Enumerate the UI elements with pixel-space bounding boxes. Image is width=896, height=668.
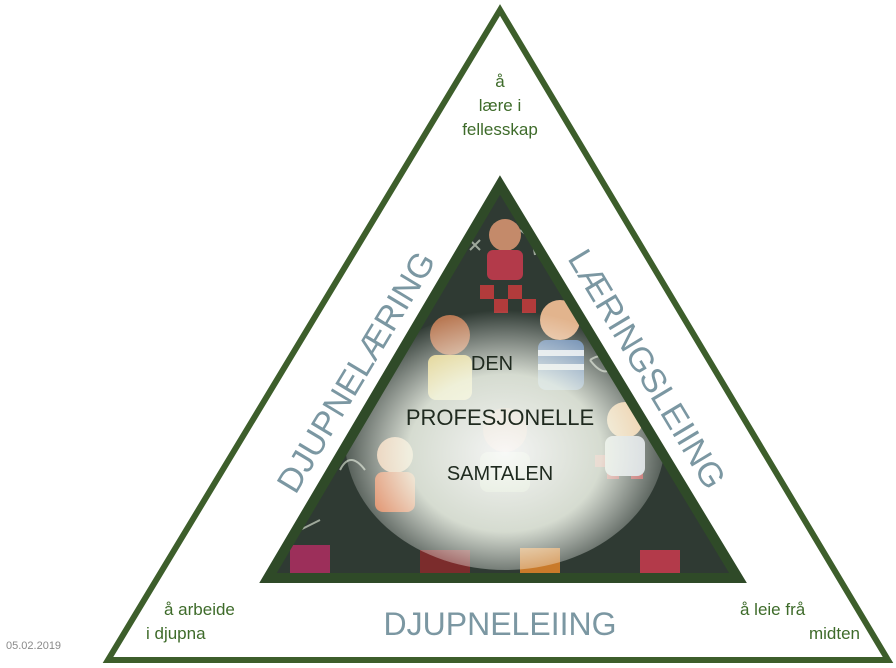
- corner-label-top: å lære i fellesskap: [460, 70, 540, 142]
- corner-bl-line-1: å arbeide: [164, 600, 235, 619]
- corner-top-line-1: å: [495, 72, 505, 91]
- corner-br-line-2: midten: [808, 624, 860, 643]
- center-line-3: SAMTALEN: [447, 463, 553, 485]
- inner-triangle-border: [259, 175, 747, 583]
- center-line-2: PROFESJONELLE: [406, 405, 594, 430]
- corner-top-line-3: fellesskap: [462, 120, 538, 139]
- corner-label-bottom-right: å leie frå midten: [740, 598, 860, 646]
- center-line-1: DEN: [471, 353, 513, 375]
- corner-label-bottom-left: å arbeide i djupna: [146, 598, 235, 646]
- corner-top-line-2: lære i: [478, 96, 522, 115]
- date-label: 05.02.2019: [6, 640, 62, 652]
- corner-br-line-1: å leie frå: [740, 600, 806, 619]
- side-label-bottom: DJUPNELEIING: [384, 606, 617, 642]
- corner-bl-line-2: i djupna: [146, 624, 206, 643]
